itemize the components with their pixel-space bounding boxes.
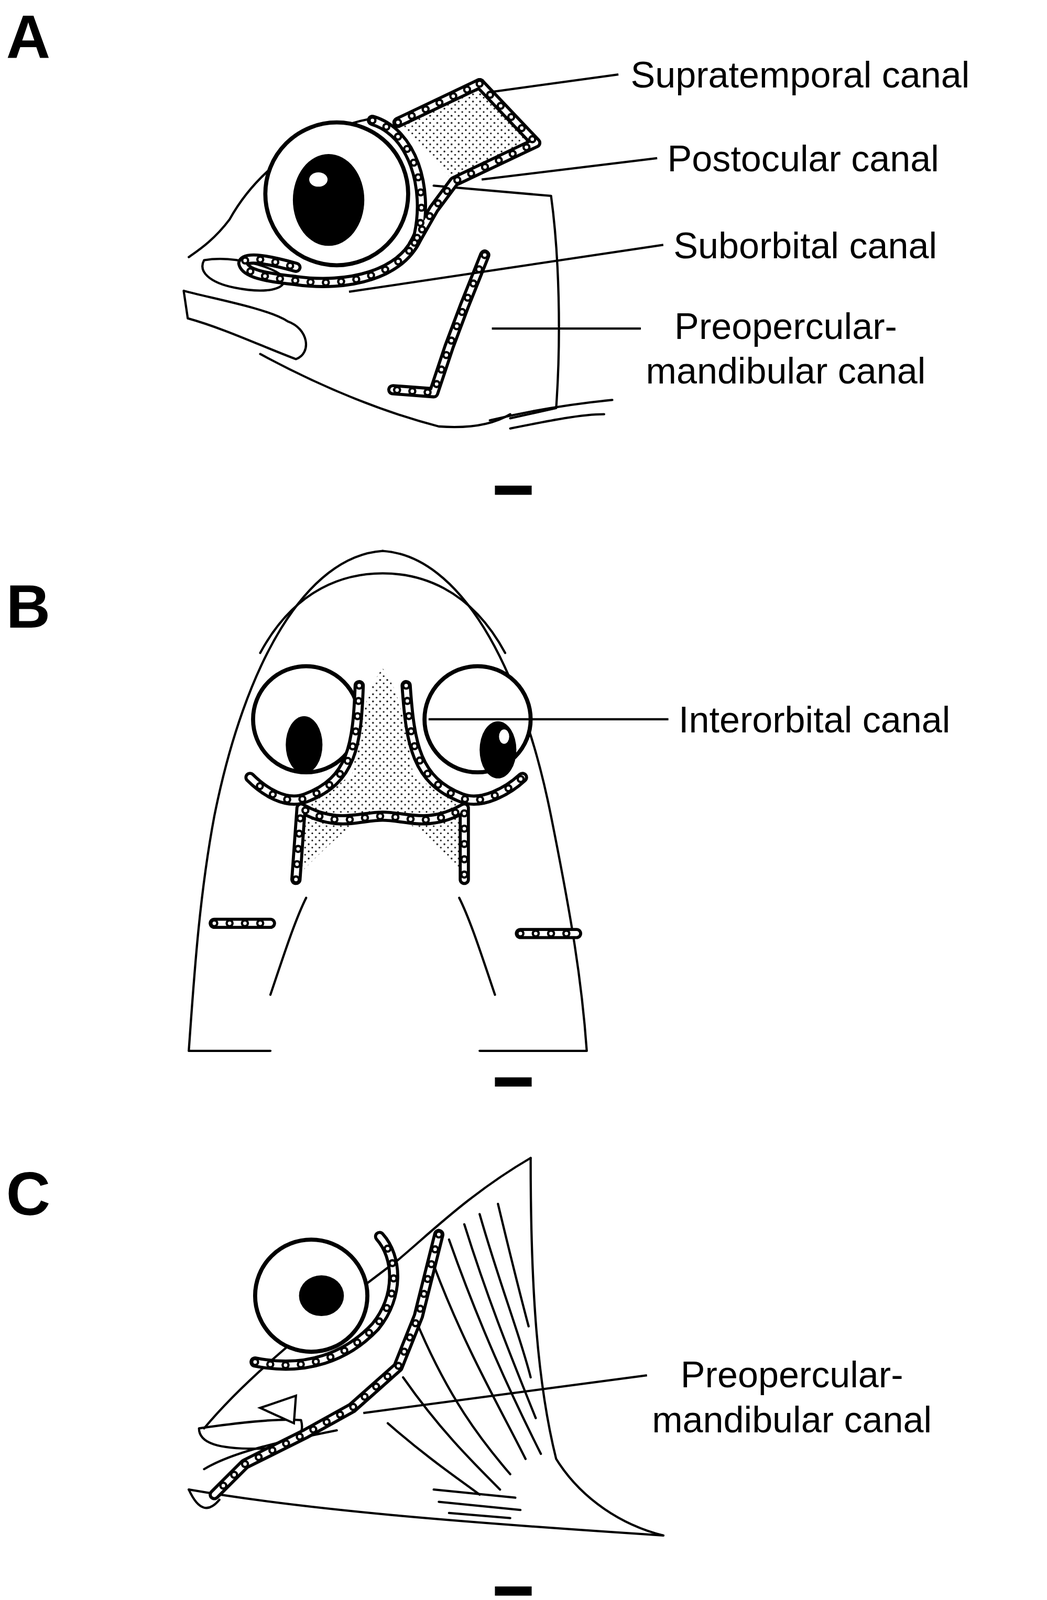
panel-letter: C xyxy=(6,1161,51,1229)
canal-label: Preopercular- mandibular canal xyxy=(649,1353,935,1443)
panel-letter: B xyxy=(6,573,51,641)
canal-label: Suborbital canal xyxy=(673,223,937,268)
canal-label: Postocular canal xyxy=(667,136,940,181)
panel-letter: A xyxy=(6,4,51,72)
canal-label: Preopercular- mandibular canal xyxy=(642,303,929,394)
canal-label: Interorbital canal xyxy=(678,698,951,743)
canal-label: Supratemporal canal xyxy=(630,52,970,97)
